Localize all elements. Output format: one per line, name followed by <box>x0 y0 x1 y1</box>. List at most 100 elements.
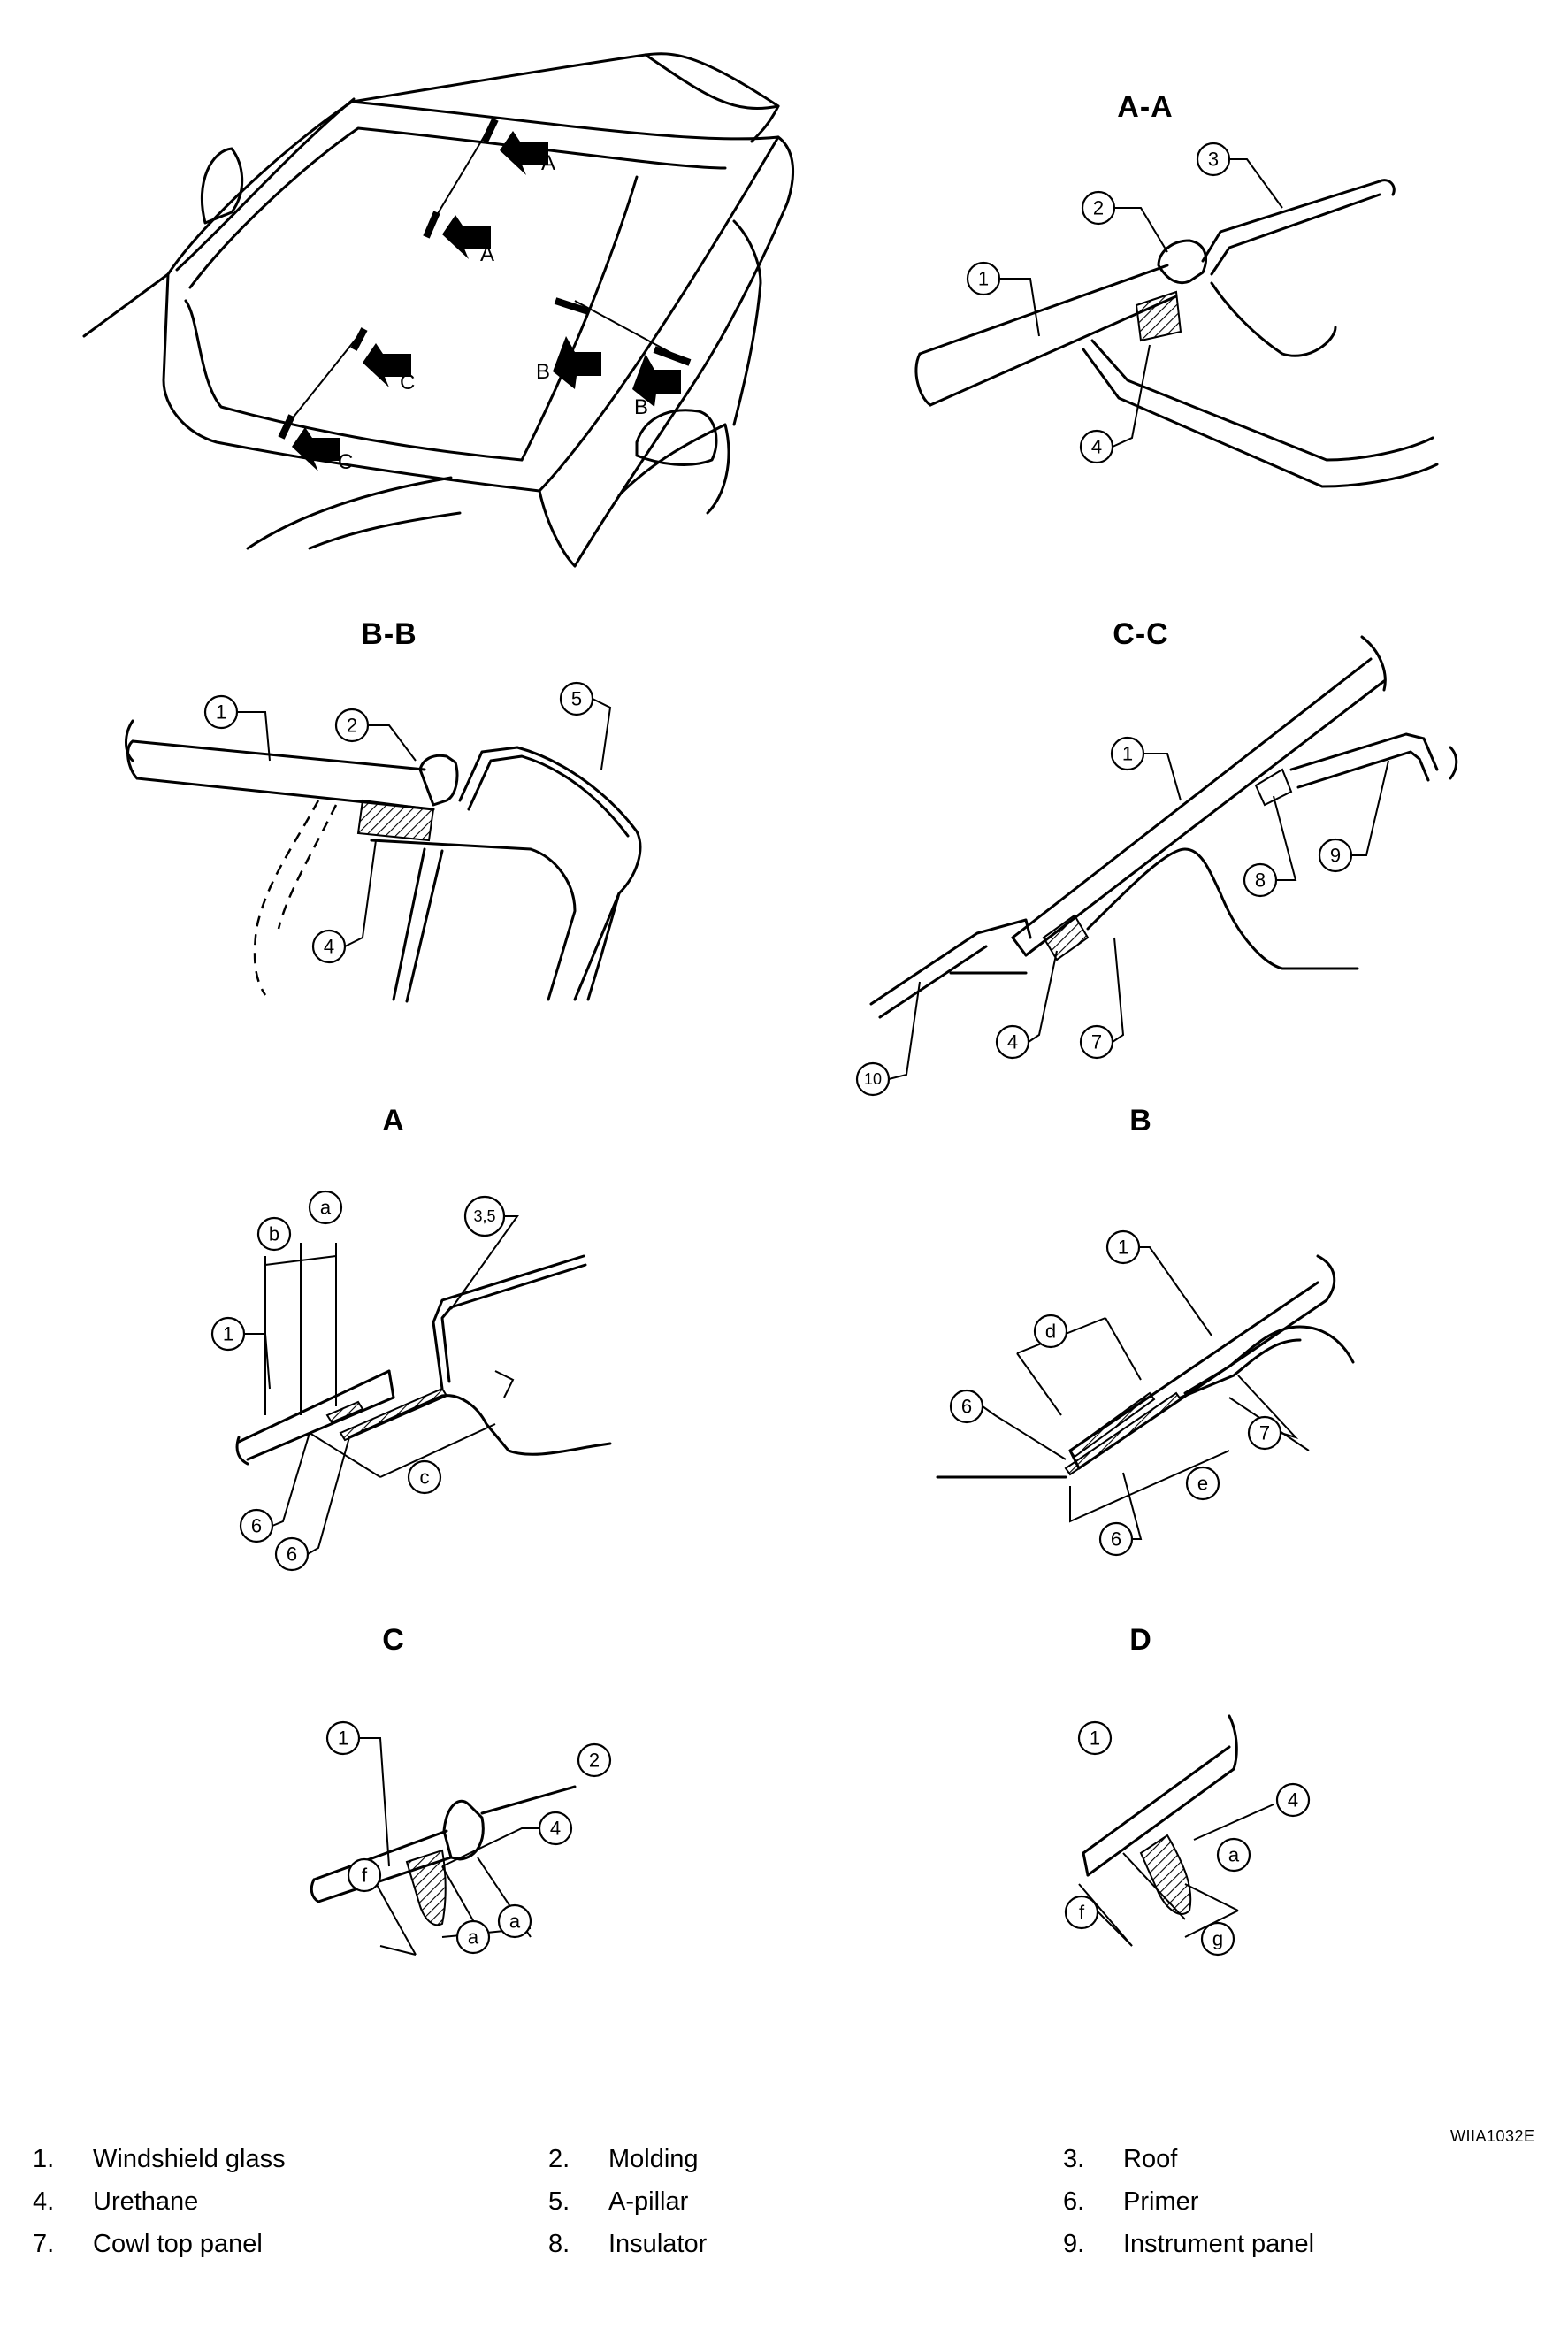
glass-end-dd <box>1082 1851 1090 1877</box>
molding-dc <box>442 1799 485 1861</box>
title-section-c-c: C-C <box>1113 617 1169 651</box>
section-c-c <box>869 635 1458 1019</box>
callout-dd-f: f <box>1064 1895 1099 1930</box>
left-mirror-shape <box>200 147 244 225</box>
cut-line-b <box>574 300 682 359</box>
section-arrow-c1 <box>363 343 411 387</box>
arrow-label-c1: C <box>400 371 415 394</box>
dim-b-a <box>264 1255 337 1266</box>
glass-top-dd <box>1082 1745 1231 1855</box>
svg-text:g: g <box>1212 1928 1223 1950</box>
glass-top-da <box>237 1369 391 1444</box>
hood-edge-line <box>175 97 356 272</box>
a-pillar-outer <box>458 746 642 1001</box>
cut-mark-b1 <box>554 297 590 315</box>
svg-text:a: a <box>1228 1844 1240 1866</box>
instrument-panel-2 <box>1296 750 1430 789</box>
section-arrow-b2 <box>632 354 681 407</box>
roof-line <box>350 52 780 108</box>
svg-text:6: 6 <box>287 1543 297 1566</box>
molding-b <box>418 754 459 807</box>
callout-da-a: a <box>308 1190 343 1225</box>
legend-label: Roof <box>1123 2145 1178 2173</box>
callout-da-c: c <box>407 1459 442 1495</box>
roof-break <box>1378 179 1396 196</box>
callouts: 1 2 3 4 1 2 5 4 1 8 9 4 7 10 a b 3,5 1 c… <box>203 142 1353 1957</box>
callout-bb-4: 4 <box>311 929 347 964</box>
svg-text:7: 7 <box>1091 1031 1102 1053</box>
urethane-dc <box>405 1849 447 1926</box>
glass-end-b <box>126 739 139 780</box>
cut-mark-c1 <box>278 414 295 440</box>
callout-bb-1: 1 <box>203 694 239 730</box>
pillar-inner-2 <box>405 849 444 1003</box>
legend-number: 8. <box>548 2230 570 2258</box>
cut-line-a <box>431 127 490 225</box>
glass-break-db <box>1316 1254 1336 1302</box>
svg-text:a: a <box>468 1926 479 1949</box>
legend-number: 9. <box>1063 2230 1085 2258</box>
parts-legend: 1. Windshield glass 2. Molding 3. Roof 4… <box>0 2145 1568 2322</box>
legend-label: Urethane <box>93 2187 199 2216</box>
svg-text:1: 1 <box>223 1323 233 1345</box>
title-section-b-b: B-B <box>361 617 417 651</box>
right-pillar <box>573 135 795 568</box>
callout-leaders <box>237 158 1389 1867</box>
callout-db-1: 1 <box>1105 1229 1141 1265</box>
roof-panel-a2 <box>440 1263 587 1383</box>
cowl-panel-db2 <box>1179 1338 1302 1399</box>
svg-text:1: 1 <box>978 268 989 290</box>
molding-leader <box>480 1785 577 1815</box>
svg-text:4: 4 <box>324 936 334 958</box>
callout-dc-2: 2 <box>577 1742 612 1778</box>
urethane-b-b <box>356 799 435 842</box>
callout-dd-a: a <box>1216 1837 1251 1873</box>
svg-text:1: 1 <box>216 701 226 724</box>
title-detail-b: B <box>1129 1104 1152 1137</box>
glass-end-c <box>1011 936 1028 957</box>
svg-text:a: a <box>320 1197 332 1219</box>
legend-number: 3. <box>1063 2145 1085 2173</box>
callout-db-7: 7 <box>1247 1415 1282 1451</box>
glass-break-b <box>125 719 134 762</box>
windshield-inner-right <box>520 175 639 462</box>
svg-text:4: 4 <box>1007 1031 1018 1053</box>
legend-label: A-pillar <box>608 2187 689 2216</box>
pillar-back <box>573 892 621 1001</box>
title-detail-c: C <box>382 1623 405 1657</box>
callout-db-6b: 6 <box>1098 1521 1134 1557</box>
legend-number: 6. <box>1063 2187 1085 2216</box>
glass-break-dd <box>1228 1714 1238 1771</box>
dim-ext-c <box>371 1857 532 1956</box>
molding-shape <box>1157 239 1207 285</box>
roof-panel-a <box>432 1254 585 1390</box>
glass-top-edge <box>918 264 1169 356</box>
glass-top-c <box>1011 657 1373 939</box>
cowl-line-3 <box>538 489 577 568</box>
svg-text:2: 2 <box>589 1750 600 1772</box>
pillar-inner-1 <box>392 847 426 1001</box>
section-arrow-b1 <box>553 336 601 389</box>
section-arrow-a1 <box>500 131 548 175</box>
glass-end-da <box>235 1436 249 1466</box>
callout-da-6a: 6 <box>239 1508 274 1543</box>
glass-bottom-edge <box>929 295 1178 407</box>
roof-inner <box>1210 193 1381 276</box>
svg-text:5: 5 <box>571 688 582 710</box>
glass-bottom-dd <box>1086 1767 1235 1877</box>
cut-mark-a2 <box>481 118 499 143</box>
callout-cc-8: 8 <box>1243 862 1278 898</box>
svg-text:3: 3 <box>1208 149 1219 171</box>
svg-text:2: 2 <box>347 715 357 737</box>
right-mirror <box>635 409 718 466</box>
svg-text:2: 2 <box>1093 197 1104 219</box>
cut-line-c <box>287 335 359 425</box>
callout-da-b: b <box>256 1216 292 1252</box>
legend-number: 5. <box>548 2187 570 2216</box>
cowl-lower-2 <box>878 945 988 1019</box>
callout-db-6a: 6 <box>949 1389 984 1424</box>
callout-cc-4: 4 <box>995 1024 1030 1060</box>
svg-text:e: e <box>1197 1473 1208 1495</box>
panel-break <box>1449 746 1458 780</box>
detail-b <box>936 1254 1355 1523</box>
